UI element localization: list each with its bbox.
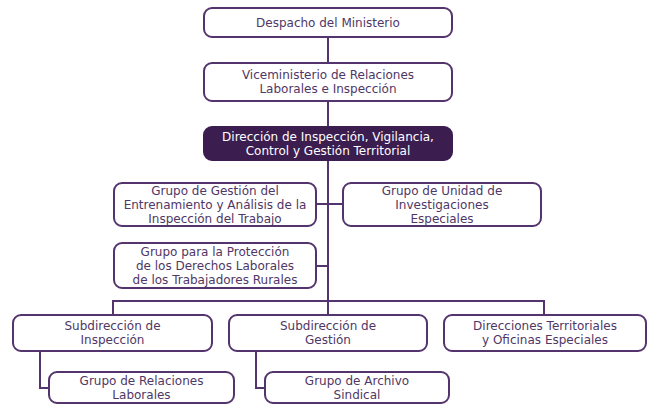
connector-spine-grupo-investigaciones: [329, 203, 342, 205]
connector-spine-grupo-entrenamiento: [317, 203, 327, 205]
org-node-subdireccion-gestion: Subdirección de Gestión: [228, 314, 428, 352]
org-node-viceministerio-relaciones-laborales: Viceministerio de Relaciones Laborales e…: [203, 62, 453, 102]
connector-bus-direcciones-territoriales: [543, 300, 545, 314]
org-node-grupo-unidad-investigaciones: Grupo de Unidad de Investigaciones Espec…: [342, 182, 542, 227]
connector-subgestion-grupo-archivo: [255, 387, 264, 389]
connector-direccion-spine: [327, 161, 329, 315]
connector-subgestion-down: [255, 352, 257, 389]
org-node-direccion-inspeccion-vigilancia: Dirección de Inspección, Vigilancia, Con…: [203, 126, 453, 161]
connector-bus-subdireccion-inspeccion: [112, 300, 114, 314]
connector-subinspeccion-grupo-relaciones: [39, 387, 48, 389]
org-node-grupo-proteccion-derechos: Grupo para la Protección de los Derechos…: [113, 242, 317, 289]
connector-despacho-viceministerio: [327, 38, 329, 62]
org-node-subdireccion-inspeccion: Subdirección de Inspección: [12, 314, 213, 352]
org-node-direcciones-territoriales: Direcciones Territoriales y Oficinas Esp…: [443, 314, 647, 352]
connector-bottom-bus: [112, 300, 545, 302]
connector-spine-grupo-proteccion: [317, 265, 327, 267]
org-node-grupo-gestion-entrenamiento: Grupo de Gestión del Entrenamiento y Aná…: [113, 182, 317, 227]
org-node-grupo-relaciones-laborales: Grupo de Relaciones Laborales: [48, 371, 235, 404]
org-node-despacho-del-ministerio: Despacho del Ministerio: [203, 7, 453, 38]
connector-viceministerio-direccion: [327, 102, 329, 126]
connector-subinspeccion-down: [39, 352, 41, 389]
org-node-grupo-archivo-sindical: Grupo de Archivo Sindical: [264, 371, 450, 404]
